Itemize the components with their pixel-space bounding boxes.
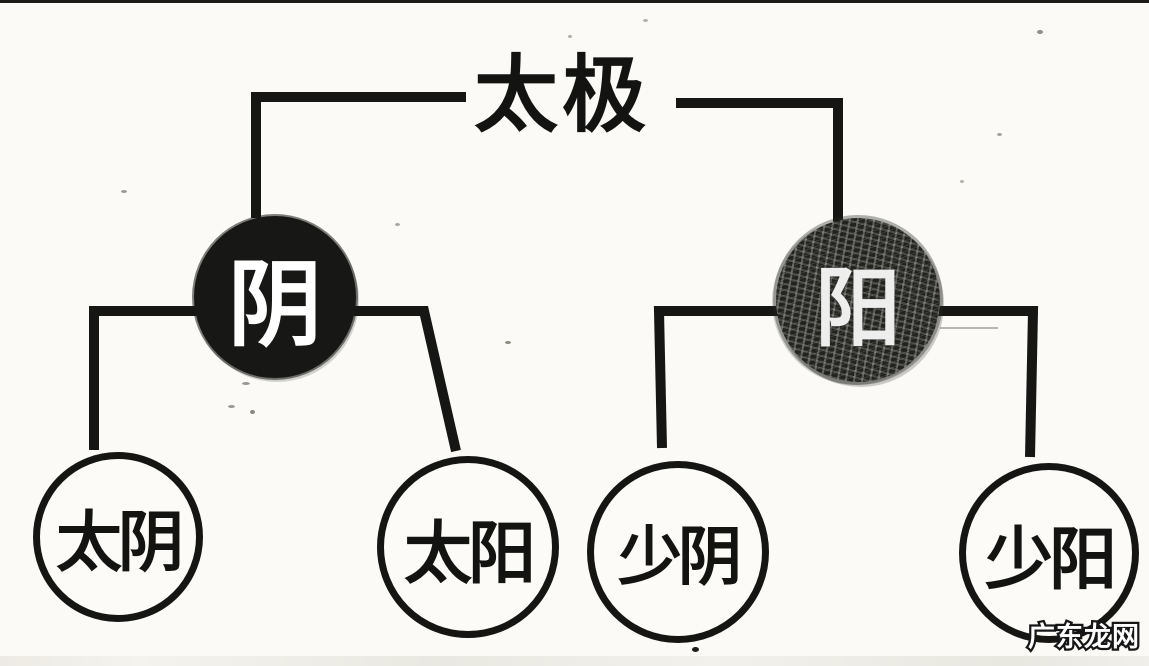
node-taiji-label: 太极 <box>473 47 650 142</box>
node-shaoyang: 少阳 <box>959 463 1139 643</box>
scan-speck <box>960 180 964 183</box>
scan-speck <box>505 341 511 344</box>
node-shaoyang-label: 少阳 <box>984 521 1117 598</box>
node-taiji: 太极 <box>452 38 672 142</box>
scan-speck <box>228 405 235 408</box>
node-yin-label: 阴 <box>227 252 322 357</box>
node-taiyin: 太阴 <box>33 452 203 622</box>
scan-speck <box>568 35 572 38</box>
node-shaoyin-label: 少阴 <box>618 521 742 593</box>
node-yin: 阴 <box>194 216 356 378</box>
scan-edge-top <box>0 0 1149 3</box>
node-yang: 阳 <box>776 218 940 382</box>
connector-taiji-yin <box>251 92 466 218</box>
node-taiyang: 太阳 <box>377 456 559 638</box>
node-taiyin-label: 太阴 <box>56 505 184 579</box>
connector-taiji-yang <box>676 98 843 222</box>
node-taiyang-label: 太阳 <box>403 515 536 592</box>
scan-speck <box>242 382 250 385</box>
node-yang-label: 阳 <box>815 260 901 357</box>
scan-speck <box>643 19 648 22</box>
scan-speck-dot <box>692 647 699 652</box>
scan-speck <box>997 133 1002 136</box>
scan-speck <box>1037 30 1043 34</box>
scan-speck <box>250 410 255 414</box>
scan-speck <box>121 190 127 193</box>
scan-edge-bottom <box>0 656 1149 666</box>
node-shaoyin: 少阴 <box>587 461 769 643</box>
scan-speck <box>395 223 400 226</box>
